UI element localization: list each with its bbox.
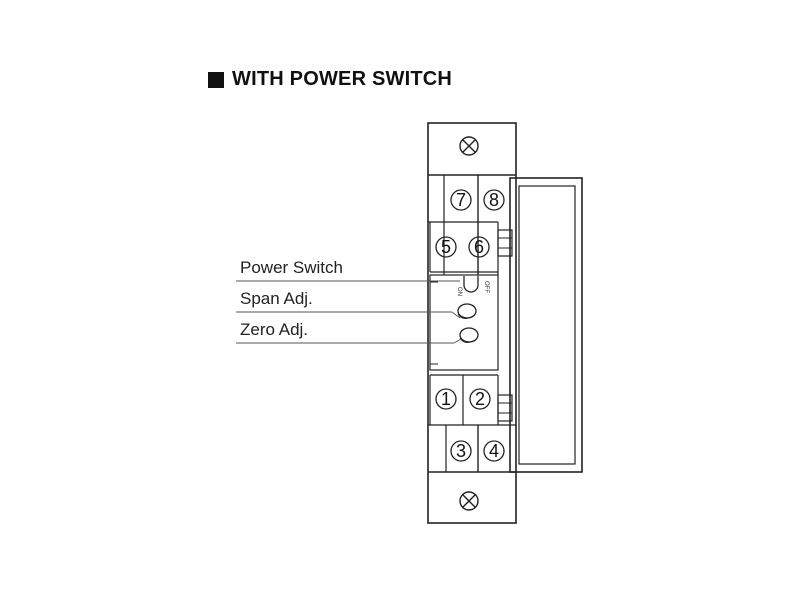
power-switch-label: Power Switch bbox=[240, 258, 343, 277]
svg-text:2: 2 bbox=[475, 389, 485, 409]
svg-text:8: 8 bbox=[489, 190, 499, 210]
svg-text:1: 1 bbox=[441, 389, 451, 409]
terminal-6: 6 bbox=[468, 236, 490, 258]
svg-text:3: 3 bbox=[456, 441, 466, 461]
top-screw-icon bbox=[459, 136, 479, 156]
terminal-cover[interactable] bbox=[497, 177, 583, 473]
terminal-block-body bbox=[427, 122, 517, 524]
switch-off-mark: OFF bbox=[483, 281, 489, 293]
title-text: WITH POWER SWITCH bbox=[232, 68, 453, 90]
title-square-icon bbox=[208, 71, 224, 88]
svg-text:6: 6 bbox=[474, 237, 484, 257]
span-adj-potentiometer[interactable] bbox=[457, 303, 477, 319]
span-adj-label: Span Adj. bbox=[240, 289, 313, 308]
zero-adj-potentiometer[interactable] bbox=[459, 327, 479, 343]
terminal-5: 5 bbox=[435, 236, 457, 258]
terminal-8: 8 bbox=[483, 189, 505, 211]
terminal-2: 2 bbox=[469, 388, 491, 410]
terminal-1: 1 bbox=[435, 388, 457, 410]
zero-adj-label: Zero Adj. bbox=[240, 320, 308, 339]
switch-on-mark: ON bbox=[456, 287, 462, 296]
bottom-screw-icon bbox=[459, 491, 479, 511]
diagram-title: WITH POWER SWITCH bbox=[208, 68, 452, 91]
terminal-3: 3 bbox=[450, 440, 472, 462]
terminal-7: 7 bbox=[450, 189, 472, 211]
svg-text:4: 4 bbox=[489, 441, 499, 461]
terminal-4: 4 bbox=[483, 440, 505, 462]
svg-text:5: 5 bbox=[441, 237, 451, 257]
svg-text:7: 7 bbox=[456, 190, 466, 210]
power-switch-toggle[interactable] bbox=[463, 276, 479, 293]
control-window bbox=[429, 274, 499, 371]
